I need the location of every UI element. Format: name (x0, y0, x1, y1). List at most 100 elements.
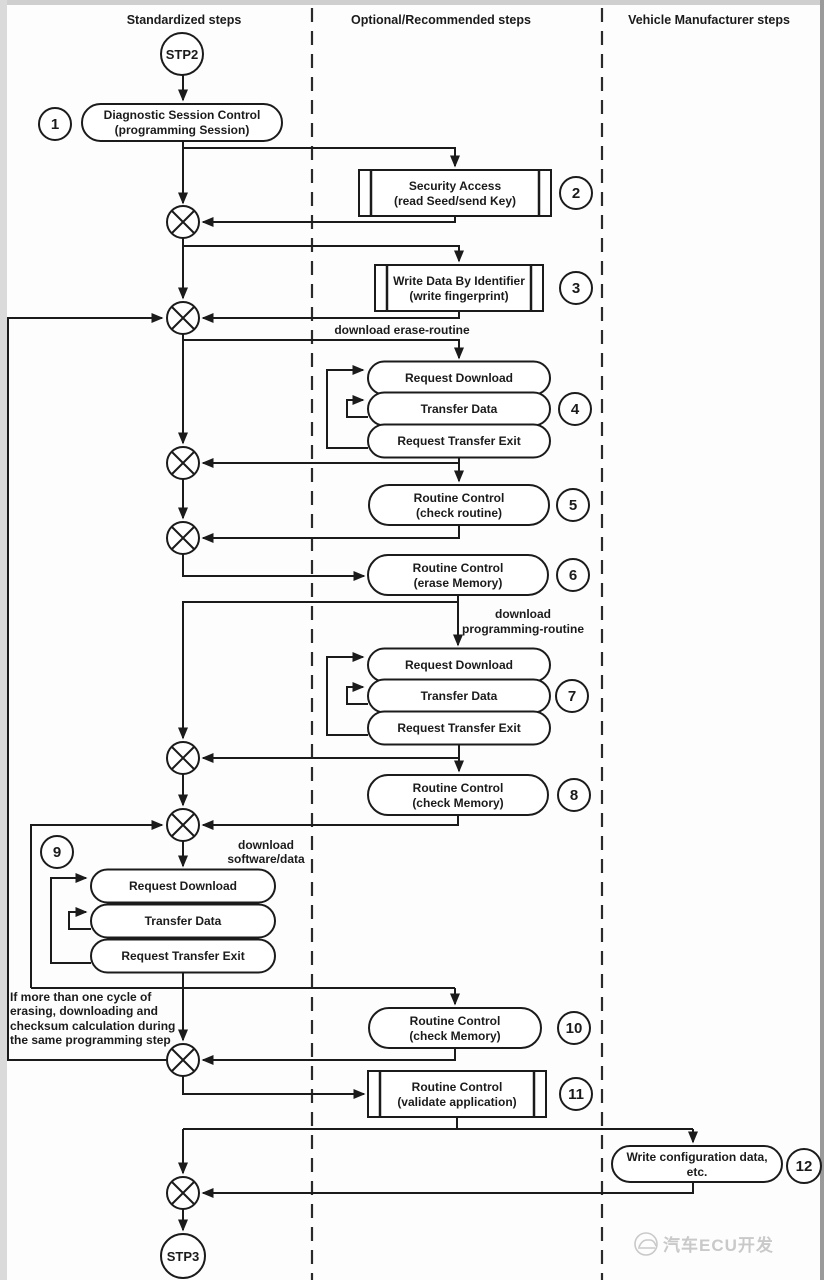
step5-line2: (check routine) (416, 506, 502, 520)
group9-request-transfer-exit-box (90, 938, 276, 974)
svg-text:11: 11 (568, 1086, 584, 1103)
group4-request-transfer-exit-box (367, 423, 551, 459)
edge-step12-to-xor8 (201, 1182, 694, 1198)
edge-feedback-xor7-to-xor2 (7, 313, 167, 1061)
label-download-programming-line2: programming-routine (462, 622, 584, 636)
group4-transfer-data-label: Transfer Data (421, 402, 498, 416)
svg-text:3: 3 (572, 280, 580, 297)
step8-line2: (check Memory) (412, 796, 503, 810)
note-more-than-one-cycle: If more than one cycle of erasing, downl… (10, 990, 175, 1047)
note-line-1: If more than one cycle of (10, 990, 152, 1004)
step-number-3: 3 (559, 271, 593, 305)
svg-text:4: 4 (571, 401, 580, 418)
watermark-text: 汽车ECU开发 (663, 1235, 774, 1255)
group9-transfer-data-box (90, 903, 276, 939)
terminal-stp3: STP3 (160, 1233, 206, 1279)
column-header-optional: Optional/Recommended steps (351, 13, 531, 27)
step-number-1: 1 (38, 107, 72, 141)
connectors (7, 74, 698, 1232)
node-routine-control-check-memory-2: Routine Control (check Memory) (368, 1007, 542, 1049)
group7-request-transfer-exit-box (367, 710, 551, 746)
xor-junction-7 (166, 1043, 200, 1077)
xor-junction-4 (166, 521, 200, 555)
stp3-circle (160, 1233, 206, 1279)
frame-top-edge (0, 0, 824, 5)
stp2-label: STP2 (166, 47, 199, 62)
step-number-9: 9 (40, 835, 74, 869)
xor-junction-6 (166, 808, 200, 842)
step8-box (367, 774, 549, 816)
xor-junction-3 (166, 446, 200, 480)
edge-step2-to-xor1 (201, 216, 456, 227)
label-download-software-line2: software/data (227, 852, 305, 866)
step1-box (81, 103, 283, 142)
xor-junction-5 (166, 741, 200, 775)
step-number-7: 7 (555, 679, 589, 713)
step2-line2: (read Seed/send Key) (394, 194, 516, 208)
step-number-4: 4 (558, 392, 592, 426)
edge-xor7-to-step11 (182, 1076, 366, 1099)
step6-box (367, 554, 549, 596)
xor-junction-8 (166, 1176, 200, 1210)
edge-branch-to-group4 (183, 339, 464, 360)
stp2-circle (160, 32, 204, 76)
step12-box (611, 1145, 783, 1183)
node-write-data-by-identifier: Write Data By Identifier (write fingerpr… (374, 264, 544, 312)
edge-xor4-to-step6 (182, 554, 366, 581)
edge-step8-to-xor6 (201, 815, 459, 830)
note-line-4: the same programming step (10, 1033, 171, 1047)
step6-line2: (erase Memory) (414, 576, 503, 590)
edge-step6-branch-to-xor5 (178, 601, 458, 740)
step-number-12: 12 (786, 1148, 822, 1184)
group9-request-download-box (90, 868, 276, 904)
step5-line1: Routine Control (414, 491, 505, 505)
frame-left-edge (0, 0, 7, 1280)
column-header-vehicle-manufacturer: Vehicle Manufacturer steps (628, 13, 790, 27)
svg-text:7: 7 (568, 688, 576, 705)
edge-loop-back-to-xor6 (30, 820, 164, 988)
label-download-erase-routine: download erase-routine (334, 323, 470, 337)
step11-line1: Routine Control (412, 1080, 503, 1094)
step1-line1: Diagnostic Session Control (104, 108, 261, 122)
group7-request-download-label: Request Download (405, 658, 513, 672)
step10-box (368, 1007, 542, 1049)
svg-text:12: 12 (796, 1158, 813, 1175)
step3-line1: Write Data By Identifier (393, 274, 525, 288)
step-number-5: 5 (556, 488, 590, 522)
group7-transfer-data-label: Transfer Data (421, 689, 498, 703)
edge-step3-to-xor2 (201, 311, 460, 323)
step10-line1: Routine Control (410, 1014, 501, 1028)
group4-request-download-label: Request Download (405, 371, 513, 385)
loop-group7-transfer-data (346, 682, 368, 705)
group4-request-transfer-exit-label: Request Transfer Exit (397, 434, 520, 448)
svg-text:5: 5 (569, 497, 577, 514)
edge-step5-to-xor4 (201, 525, 460, 543)
loop-group9-outer (50, 873, 91, 964)
step-number-11: 11 (559, 1077, 593, 1111)
step12-line1: Write configuration data, (626, 1150, 767, 1164)
node-routine-control-check-routine: Routine Control (check routine) (368, 484, 550, 526)
step11-line2: (validate application) (397, 1095, 516, 1109)
node-write-configuration-data: Write configuration data, etc. (611, 1145, 783, 1183)
group9-transfer-data-label: Transfer Data (145, 914, 222, 928)
note-line-2: erasing, downloading and (10, 1004, 158, 1018)
car-logo-icon (634, 1232, 658, 1256)
node-routine-control-validate-application: Routine Control (validate application) (367, 1070, 547, 1118)
note-line-3: checksum calculation during (10, 1019, 175, 1033)
svg-text:9: 9 (53, 844, 61, 861)
loop-group9-transfer-data (68, 907, 91, 930)
edge-step10-to-xor7 (201, 1048, 456, 1065)
xor-junctions (166, 205, 200, 1210)
step-number-8: 8 (557, 778, 591, 812)
xor-junction-2 (166, 301, 200, 335)
step3-box (374, 264, 544, 312)
frame-right-edge (820, 0, 824, 1280)
node-group7-download-programming-routine: Request Download Transfer Data Request T… (367, 647, 551, 746)
stp3-label: STP3 (167, 1249, 200, 1264)
node-diagnostic-session-control: Diagnostic Session Control (programming … (81, 103, 283, 142)
edge-step11-split (183, 1117, 693, 1130)
step8-line1: Routine Control (413, 781, 504, 795)
svg-text:2: 2 (572, 185, 580, 202)
